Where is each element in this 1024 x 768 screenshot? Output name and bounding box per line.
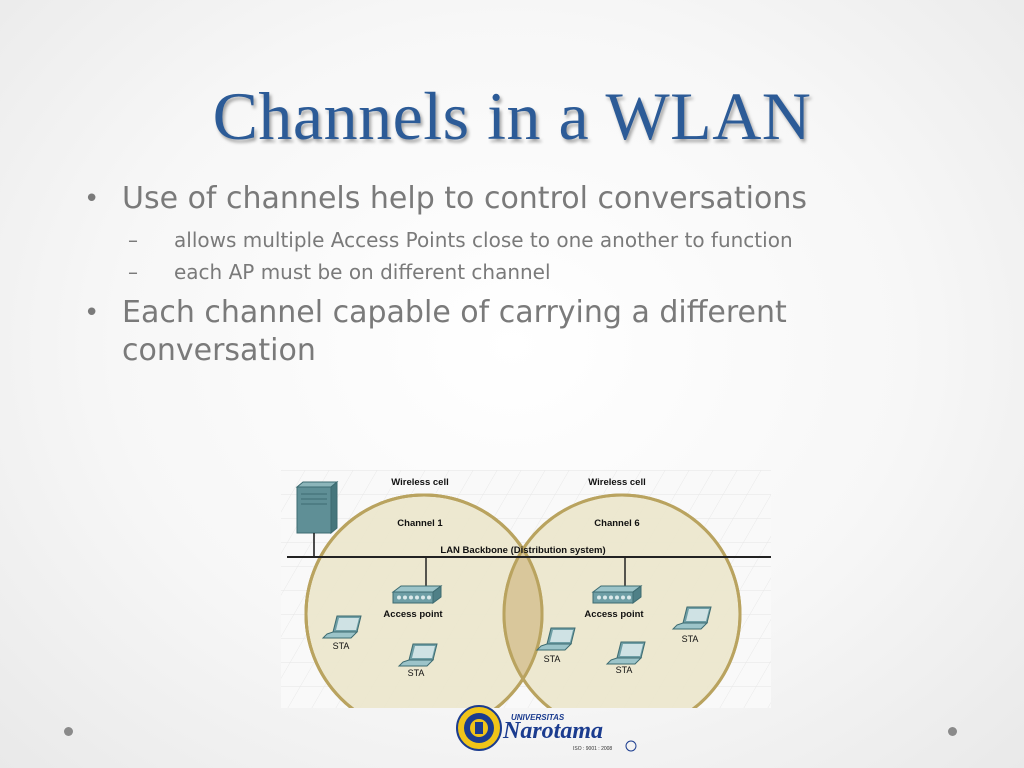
- seal-icon: [456, 705, 502, 751]
- ap-right-label: Access point: [584, 609, 644, 620]
- cell-left-label: Wireless cell: [391, 477, 448, 488]
- laptop-icon: [671, 606, 712, 630]
- slide-title: Channels in a WLAN: [212, 78, 812, 154]
- access-point-left-icon: [391, 557, 443, 604]
- sta-label: STA: [544, 654, 561, 664]
- sub-bullet-text: allows multiple Access Points close to o…: [174, 228, 793, 252]
- dash-icon: –: [128, 260, 138, 284]
- channel-right-label: Channel 6: [594, 518, 639, 529]
- cell-right-label: Wireless cell: [588, 477, 645, 488]
- sub-bullet-text: each AP must be on different channel: [174, 260, 551, 284]
- channel-left-label: Channel 1: [397, 518, 443, 529]
- bullet-item: • Each channel capable of carrying a dif…: [84, 294, 904, 370]
- sta-label: STA: [616, 665, 633, 675]
- wlan-channels-diagram: Wireless cell Wireless cell Channel 1 Ch…: [281, 470, 771, 708]
- logo-cert: ISO : 9001 : 2008: [573, 746, 612, 752]
- bullet-list: • Use of channels help to control conver…: [84, 180, 904, 376]
- bullet-text: Use of channels help to control conversa…: [122, 181, 807, 216]
- bullet-dot-icon: •: [84, 184, 100, 214]
- bullet-item: • Use of channels help to control conver…: [84, 180, 904, 218]
- bullet-dot-icon: •: [84, 298, 100, 328]
- access-point-right-icon: [591, 557, 643, 604]
- logo-word-main: Narotama: [502, 718, 603, 744]
- laptop-icon: [321, 615, 362, 639]
- backbone-label: LAN Backbone (Distribution system): [440, 545, 605, 556]
- sub-bullet-item: – each AP must be on different channel: [84, 256, 904, 288]
- university-logo: UNIVERSITAS Narotama ISO : 9001 : 2008: [456, 705, 637, 752]
- slide-nav-dot-left: [64, 727, 73, 736]
- laptop-icon: [535, 627, 576, 651]
- slide-nav-dot-right: [948, 727, 957, 736]
- laptop-icon: [605, 641, 646, 665]
- sub-bullet-item: – allows multiple Access Points close to…: [84, 224, 904, 256]
- bullet-text-cont: conversation: [122, 333, 316, 368]
- server-icon: [295, 480, 339, 557]
- sta-label: STA: [408, 668, 425, 678]
- sta-label: STA: [333, 641, 350, 651]
- dash-icon: –: [128, 228, 138, 252]
- ap-left-label: Access point: [383, 609, 443, 620]
- laptop-icon: [397, 643, 438, 667]
- sta-label: STA: [682, 634, 699, 644]
- bullet-text: Each channel capable of carrying a diffe…: [122, 295, 787, 330]
- logo-word-top: UNIVERSITAS: [511, 713, 565, 722]
